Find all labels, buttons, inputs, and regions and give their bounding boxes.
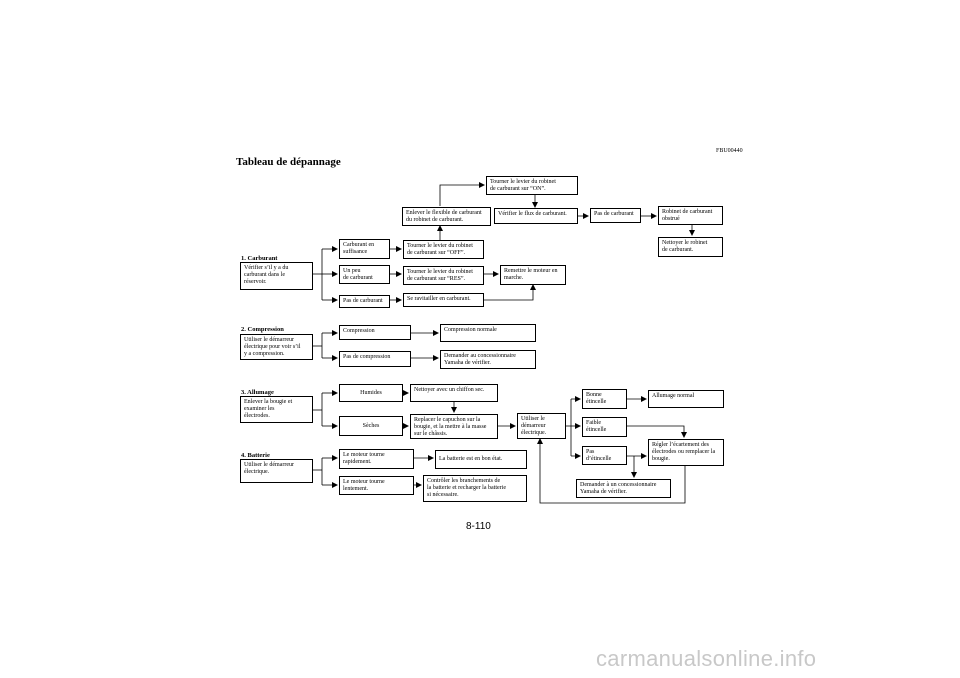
box-seches: Sèches — [339, 416, 403, 436]
box-bonne-etincelle: Bonne étincelle — [582, 389, 627, 409]
box-moteur-rapide: Le moteur tourne rapidement. — [339, 449, 414, 469]
box-carburant-suffisance: Carburant en suffisance — [339, 239, 390, 259]
box-regler-ecartement: Régler l’écartement des électrodes ou re… — [648, 439, 724, 466]
document-code: FBU00440 — [716, 148, 743, 154]
box-controler-branchements: Contrôler les branchements de la batteri… — [423, 475, 527, 502]
box-pas-etincelle: Pas d’étincelle — [582, 446, 627, 465]
page-title: Tableau de dépannage — [236, 156, 341, 168]
box-robinet-obstrue: Robinet de carburant obstrué — [658, 206, 723, 225]
section-label-compression: 2. Compression — [241, 326, 284, 333]
box-allumage-normal: Allumage normal — [648, 390, 724, 408]
box-verifier-flux: Vérifier le flux de carburant. — [494, 208, 578, 224]
page-number: 8-110 — [466, 521, 491, 532]
box-levier-on: Tourner le levier du robinet de carburan… — [486, 176, 578, 195]
box-replacer-capuchon: Replacer le capuchon sur la bougie, et l… — [410, 414, 498, 439]
box-levier-off: Tourner le levier du robinet de carburan… — [403, 240, 484, 259]
box-levier-res: Tourner le levier du robinet de carburan… — [403, 266, 484, 285]
section-label-allumage: 3. Allumage — [241, 389, 274, 396]
box-utiliser-demarreur: Utiliser le démarreur électrique. — [517, 413, 566, 439]
box-humides: Humides — [339, 384, 403, 402]
section-label-carburant: 1. Carburant — [241, 255, 278, 262]
box-faible-etincelle: Faible étincelle — [582, 417, 627, 437]
box-compression-normale: Compression normale — [440, 324, 536, 342]
box-enlever-flexible: Enlever le flexible de carburant du robi… — [402, 207, 491, 226]
box-enlever-bougie: Enlever la bougie et examiner les électr… — [240, 396, 313, 423]
box-pas-compression: Pas de compression — [339, 351, 411, 367]
watermark: carmanualsonline.info — [596, 646, 817, 671]
box-moteur-lent: Le moteur tourne lentement. — [339, 476, 414, 495]
box-verifier-batterie: Utiliser le démarreur électrique. — [240, 459, 313, 483]
box-remettre-moteur: Remettre le moteur en marche. — [500, 265, 566, 285]
box-demander-concession-2: Demander à un concessionnaire Yamaha de … — [576, 479, 671, 498]
box-un-peu-carburant: Un peu de carburant — [339, 265, 390, 284]
box-ravitailler: Se ravitailler en carburant. — [403, 293, 484, 307]
box-pas-carburant: Pas de carburant — [339, 295, 390, 308]
box-pas-de-carburant-2: Pas de carburant — [590, 208, 641, 223]
box-verifier-compression: Utiliser le démarreur électrique pour vo… — [240, 334, 313, 360]
box-batterie-bon-etat: La batterie est en bon état. — [435, 450, 527, 469]
section-label-batterie: 4. Batterie — [241, 452, 270, 459]
box-nettoyer-chiffon: Nettoyer avec un chiffon sec. — [410, 384, 498, 402]
box-nettoyer-robinet: Nettoyer le robinet de carburant. — [658, 237, 723, 257]
box-verifier-carburant: Vérifier s’il y a du carburant dans le r… — [240, 262, 313, 290]
box-demander-concession-1: Demander au concessionnaire Yamaha de vé… — [440, 350, 536, 369]
box-compression: Compression — [339, 325, 411, 340]
